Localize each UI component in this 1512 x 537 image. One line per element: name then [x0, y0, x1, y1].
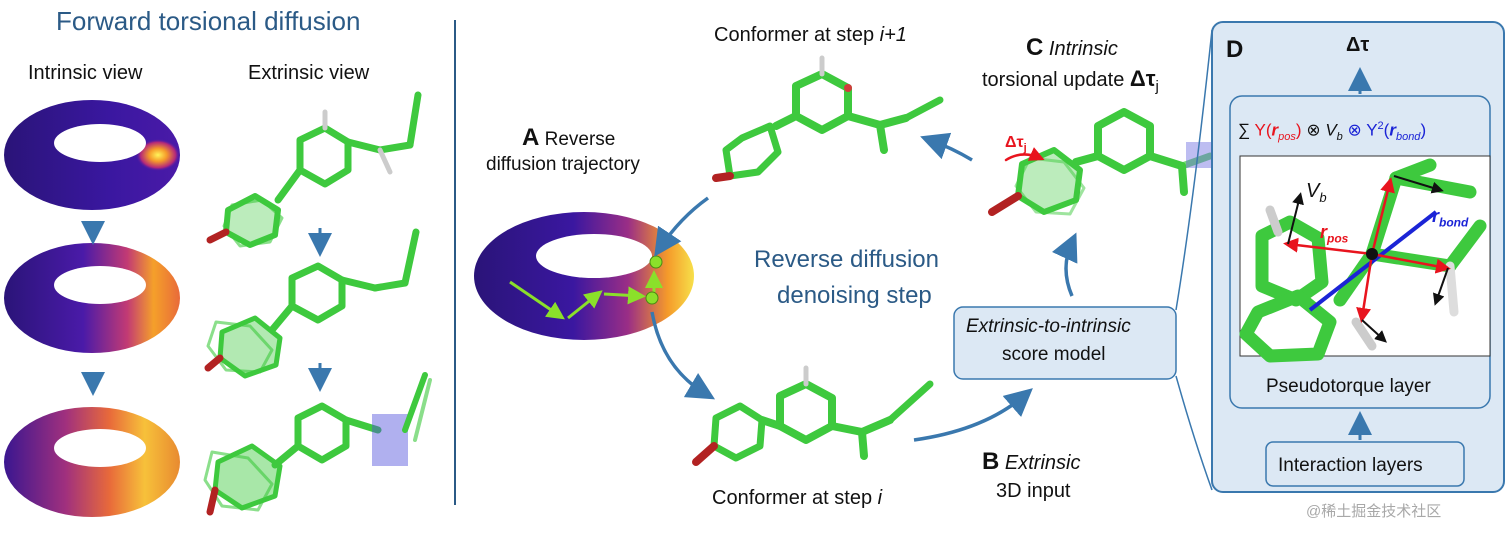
panel-b-letter: B	[982, 448, 1000, 475]
rpos-label: rpos	[1320, 222, 1348, 246]
reverse-diffusion-line1: Reverse diffusion	[754, 246, 939, 273]
panel-c-line2: torsional update Δτj	[982, 66, 1159, 95]
torus-intrinsic-2	[4, 243, 180, 353]
conformer-top-label: Conformer at step i+1	[714, 24, 907, 47]
panel-a-heading: A Reverse	[522, 124, 615, 152]
vb-sub: b	[1319, 190, 1327, 205]
formula-close2: )	[1420, 120, 1427, 140]
formula-rpos-sub: pos	[1278, 131, 1296, 144]
panel-c-word: Intrinsic	[1048, 38, 1118, 60]
forward-arrows	[81, 221, 332, 396]
formula-y1: Y(	[1254, 120, 1272, 140]
delta-tau-j-sub: j	[1023, 142, 1027, 155]
watermark: @稀土掘金技术社区	[1306, 503, 1442, 520]
panel-c-delta-tau: Δτ	[1129, 66, 1156, 91]
reverse-diffusion-line2: denoising step	[777, 282, 932, 309]
conformer-bottom-prefix: Conformer at step	[712, 487, 878, 509]
formula-v: V	[1325, 120, 1337, 140]
pseudotorque-layer-label: Pseudotorque layer	[1266, 376, 1431, 397]
panel-d-connectors	[1175, 29, 1213, 491]
formula-close1: )	[1295, 120, 1302, 140]
panel-c-letter: C	[1026, 34, 1044, 61]
panel-a-line2: diffusion trajectory	[486, 154, 640, 175]
pseudotorque-vectors	[1283, 175, 1451, 343]
formula-y2-sup: 2	[1377, 120, 1384, 132]
conformer-top-prefix: Conformer at step	[714, 24, 880, 46]
formula-otimes1: ⊗	[1306, 120, 1321, 140]
conformer-bottom-step: i	[877, 487, 883, 509]
panel-c-update-text: torsional update	[982, 69, 1130, 91]
score-model-box	[953, 306, 1177, 380]
conformer-top-step: i+1	[879, 24, 907, 46]
panel-b-heading: B Extrinsic	[982, 448, 1080, 476]
trajectory-arrows	[509, 270, 663, 320]
score-model-line2: score model	[1002, 344, 1106, 365]
formula-otimes2: ⊗	[1347, 120, 1362, 140]
molecule-extrinsic-2	[204, 228, 420, 379]
delta-tau-j-symbol: Δτ	[1005, 134, 1024, 151]
panel-b-word: Extrinsic	[1004, 452, 1081, 474]
interaction-layers-box	[1265, 441, 1465, 487]
molecule-extrinsic-3	[203, 372, 432, 516]
trajectory-point-lower	[645, 291, 659, 305]
molecule-conformer-top	[712, 55, 944, 182]
panel-a-letter: A	[522, 124, 540, 151]
panel-d-output: Δτ	[1346, 34, 1370, 56]
interaction-layers-label: Interaction layers	[1278, 455, 1423, 476]
conformer-bottom-label: Conformer at step i	[712, 487, 882, 510]
rpos-sub: pos	[1327, 231, 1349, 246]
formula-sum: ∑	[1238, 120, 1251, 140]
delta-tau-j-label: Δτj	[1005, 134, 1027, 154]
rbond-sub: bond	[1439, 215, 1469, 230]
forward-diffusion-title: Forward torsional diffusion	[56, 6, 361, 36]
formula-rbond-r: r	[1389, 120, 1396, 140]
intrinsic-view-label: Intrinsic view	[28, 62, 143, 84]
torus-reverse-trajectory	[474, 212, 694, 340]
trajectory-point-upper	[649, 255, 663, 269]
vb-letter: V	[1306, 180, 1320, 202]
score-model-line1: Extrinsic-to-intrinsic	[966, 316, 1131, 337]
reverse-flow-arrows	[650, 132, 1078, 442]
torus-intrinsic-1	[4, 100, 180, 210]
panel-a-line1: Reverse	[544, 129, 616, 150]
molecule-conformer-bottom	[692, 365, 934, 466]
formula-open2: (	[1383, 120, 1390, 140]
torus-intrinsic-3	[4, 407, 180, 517]
molecule-torsional-update	[988, 108, 1214, 216]
rpos-letter: r	[1320, 222, 1328, 242]
formula-v-sub: b	[1336, 131, 1343, 144]
molecule-extrinsic-1	[206, 91, 422, 248]
formula-y2: Y	[1366, 120, 1378, 140]
formula-rbond-sub: bond	[1395, 131, 1421, 144]
vb-label: Vb	[1306, 180, 1327, 205]
panel-c-delta-sub: j	[1155, 78, 1159, 95]
formula-rpos-r: r	[1271, 120, 1279, 140]
pseudotorque-formula: ∑ Y(rpos) ⊗ Vb ⊗ Y2(rbond)	[1238, 120, 1426, 143]
rbond-letter: r	[1432, 206, 1440, 226]
panel-d-letter: D	[1226, 36, 1244, 63]
panel-b-line2: 3D input	[996, 480, 1071, 502]
panel-c-heading: C Intrinsic	[1026, 34, 1118, 62]
extrinsic-view-label: Extrinsic view	[248, 62, 370, 84]
rbond-label: rbond	[1432, 206, 1468, 230]
